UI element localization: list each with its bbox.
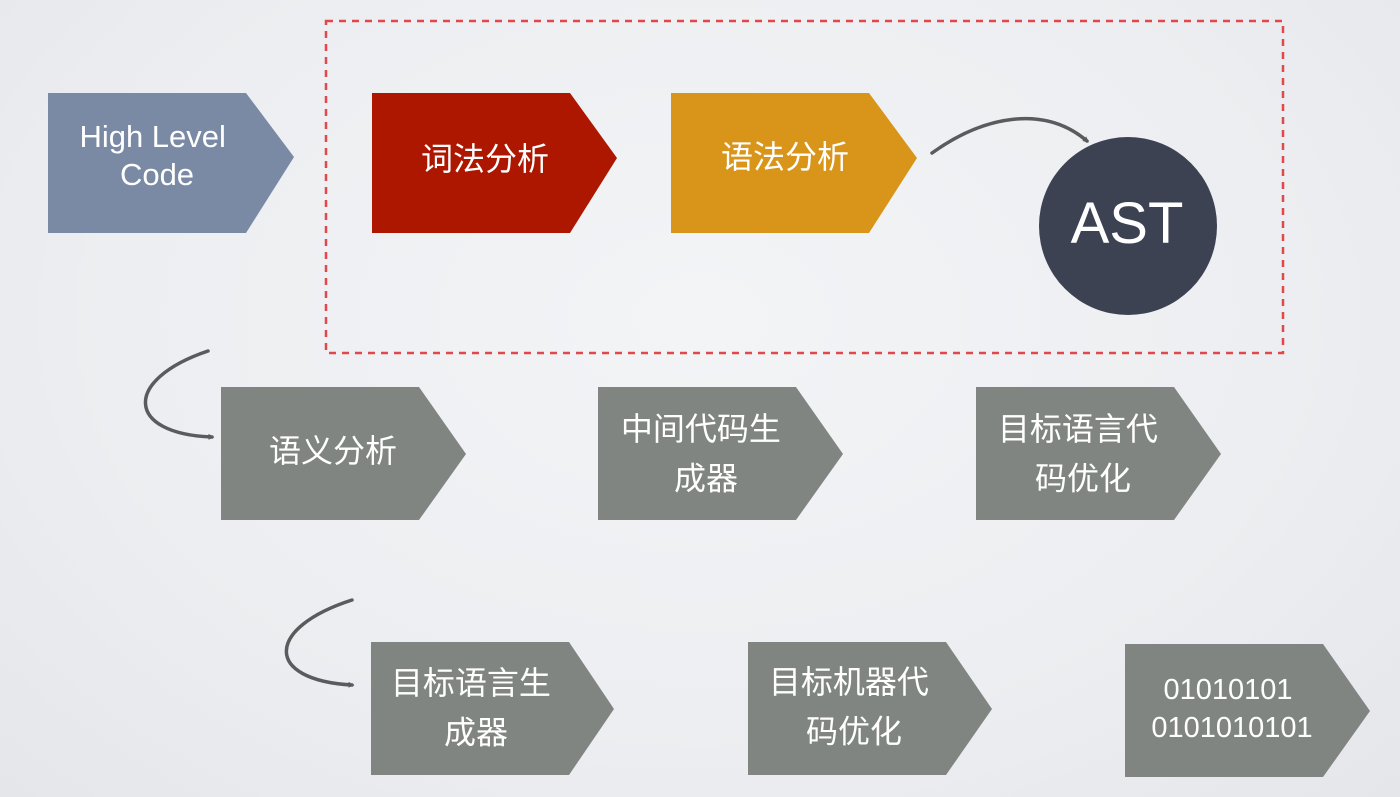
lexical-analysis-shape xyxy=(372,93,617,233)
binary-output-line-2: 0101010101 xyxy=(1151,712,1312,744)
ir-generator-node: 中间代码生 成器 xyxy=(598,387,843,520)
binary-output-label: 01010101 0101010101 xyxy=(1151,674,1312,744)
target-code-optimization-line-2: 码优化 xyxy=(1035,460,1131,498)
target-language-generator-line-2: 成器 xyxy=(444,714,508,752)
ir-generator-shape xyxy=(598,387,843,520)
target-code-optimization-label: 目标语言代 码优化 xyxy=(998,410,1168,498)
syntax-to-ast-connector xyxy=(930,116,1089,155)
machine-code-optimization-node: 目标机器代 码优化 xyxy=(748,642,992,775)
ast-to-semantic-connector xyxy=(143,349,215,440)
lexical-analysis-label: 词法分析 xyxy=(421,140,549,178)
target-language-generator-node: 目标语言生 成器 xyxy=(371,642,614,775)
target-language-generator-shape xyxy=(371,642,614,775)
syntax-analysis-shape xyxy=(671,93,917,233)
machine-code-optimization-shape xyxy=(748,642,992,775)
row2-to-target-generator-connector xyxy=(284,598,355,688)
binary-output-node: 01010101 0101010101 xyxy=(1125,644,1370,777)
source-code-node: High Level Code xyxy=(48,93,294,233)
ir-generator-label: 中间代码生 成器 xyxy=(621,410,791,498)
semantic-analysis-line-1: 语义分析 xyxy=(269,432,397,470)
semantic-analysis-node: 语义分析 xyxy=(221,387,466,520)
target-language-generator-label: 目标语言生 成器 xyxy=(391,664,561,752)
lexical-analysis-node: 词法分析 xyxy=(372,93,617,233)
source-code-line-2: Code xyxy=(120,157,194,192)
binary-output-shape xyxy=(1125,644,1370,777)
syntax-analysis-node: 语法分析 xyxy=(671,93,917,233)
machine-code-optimization-line-2: 码优化 xyxy=(806,713,902,751)
lexical-analysis-line-1: 词法分析 xyxy=(421,140,549,178)
semantic-analysis-shape xyxy=(221,387,466,520)
ast-shape xyxy=(1039,137,1217,315)
source-code-shape xyxy=(48,93,294,233)
ir-generator-line-2: 成器 xyxy=(674,460,738,498)
target-code-optimization-line-1: 目标语言代 xyxy=(998,410,1158,448)
source-code-label: High Level Code xyxy=(79,119,234,192)
ast-node: AST xyxy=(1039,137,1217,315)
machine-code-optimization-label: 目标机器代 码优化 xyxy=(769,663,939,751)
source-code-line-1: High Level xyxy=(79,119,225,154)
binary-output-line-1: 01010101 xyxy=(1163,674,1292,706)
ir-generator-line-1: 中间代码生 xyxy=(621,410,781,448)
syntax-analysis-line-1: 语法分析 xyxy=(721,138,849,176)
machine-code-optimization-line-1: 目标机器代 xyxy=(769,663,929,701)
syntax-analysis-label: 语法分析 xyxy=(721,138,849,176)
ast-line-1: AST xyxy=(1071,191,1184,256)
target-code-optimization-node: 目标语言代 码优化 xyxy=(976,387,1221,520)
target-language-generator-line-1: 目标语言生 xyxy=(391,664,551,702)
semantic-analysis-label: 语义分析 xyxy=(269,432,397,470)
target-code-optimization-shape xyxy=(976,387,1221,520)
front-end-group-box xyxy=(324,19,1285,355)
ast-label: AST xyxy=(1071,191,1184,256)
